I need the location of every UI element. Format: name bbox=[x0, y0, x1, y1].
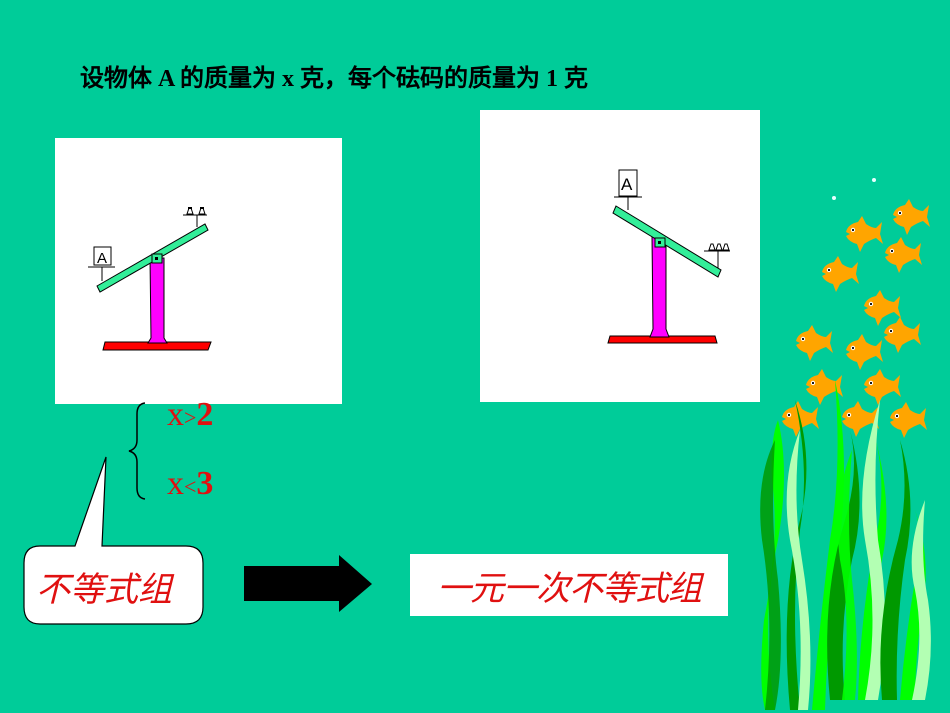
balance-scale-icon: A bbox=[607, 169, 730, 344]
balance-scale-icon: A bbox=[88, 207, 212, 351]
balance-figure-right: A bbox=[480, 110, 760, 402]
result-label: 一元一次不等式组 bbox=[437, 568, 702, 609]
bubble-icon bbox=[832, 196, 836, 200]
bubble-icon bbox=[872, 178, 876, 182]
brace-icon bbox=[128, 402, 146, 500]
slide-title: 设物体 A 的质量为 x 克，每个砝码的质量为 1 克 bbox=[80, 66, 589, 92]
svg-text:A: A bbox=[621, 175, 633, 194]
inequality-1: x>2 bbox=[167, 396, 214, 433]
arrow-right-icon bbox=[244, 555, 372, 612]
result-box: 一元一次不等式组 bbox=[410, 554, 728, 616]
svg-text:A: A bbox=[97, 250, 107, 267]
inequality-2: x<3 bbox=[167, 465, 214, 502]
seaweed-decoration bbox=[760, 380, 931, 710]
callout-label: 不等式组 bbox=[36, 570, 172, 610]
callout-bubble bbox=[23, 456, 204, 625]
balance-figure-left: A bbox=[55, 138, 342, 404]
